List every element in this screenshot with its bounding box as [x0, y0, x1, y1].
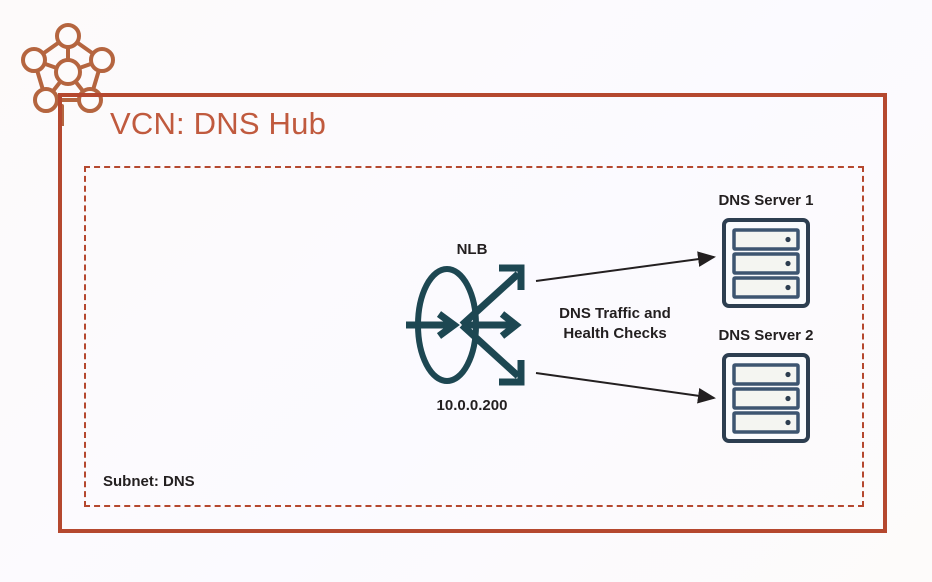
- edge-label-line-1: DNS Traffic and: [559, 305, 671, 322]
- edge-label-line-2: Health Checks: [563, 325, 667, 342]
- vcn-title: VCN: DNS Hub: [110, 106, 327, 141]
- subnet-container: [84, 166, 864, 507]
- dns-server-1-icon: [721, 217, 811, 309]
- vcn-container: [58, 93, 887, 533]
- edge-label: DNS Traffic and Health Checks: [535, 304, 695, 344]
- nlb-ip-address: 10.0.0.200: [436, 397, 508, 414]
- nlb-label: NLB: [456, 241, 488, 258]
- dns-server-1-label: DNS Server 1: [718, 192, 814, 209]
- vcn-network-mesh-icon: [14, 18, 122, 128]
- dns-server-2-label: DNS Server 2: [718, 327, 814, 344]
- dns-server-2-icon: [721, 352, 811, 444]
- network-load-balancer-icon: [406, 262, 542, 388]
- subnet-label: Subnet: DNS: [103, 473, 195, 490]
